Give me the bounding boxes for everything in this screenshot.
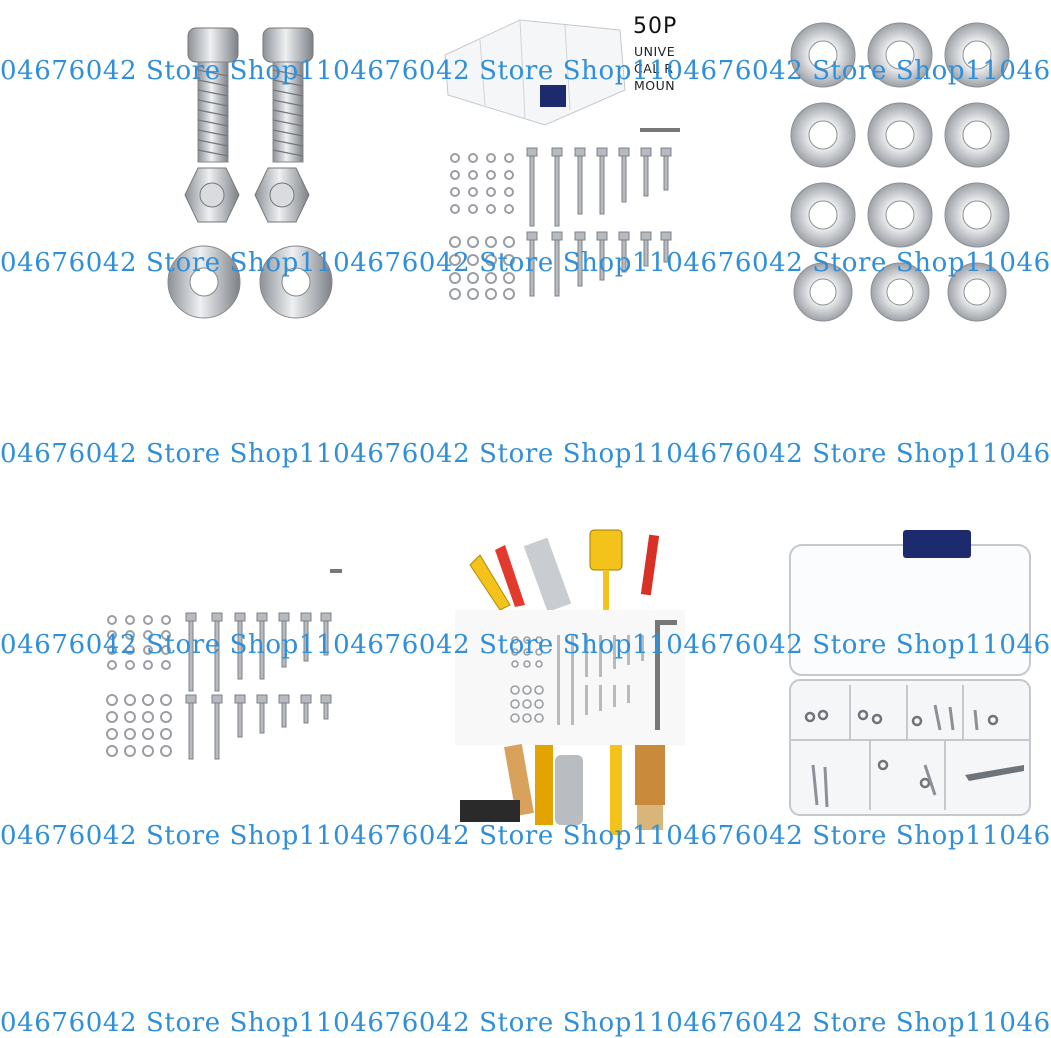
product-image-screws-nuts — [160, 20, 345, 320]
box-label-line3: MOUN — [634, 78, 676, 93]
storage-box-icon — [444, 19, 680, 300]
watermark-line: 04676042 Store Shop1104676042 Store Shop… — [0, 1008, 1051, 1038]
product-image-kit-box — [440, 0, 685, 310]
washer-icon — [790, 22, 1010, 322]
product-image-kit-layout — [100, 565, 345, 765]
box-count-label: 50P — [633, 14, 678, 39]
tool-icon — [455, 529, 685, 835]
product-image-tools-scene — [455, 525, 685, 835]
watermark-line: 04676042 Store Shop1104676042 Store Shop… — [0, 439, 1051, 469]
box-label-line1: UNIVE — [634, 44, 676, 59]
product-image-open-box — [785, 525, 1031, 825]
box-label-line2: CAL R — [634, 61, 674, 76]
product-image-washers — [785, 20, 1024, 330]
screw-icon — [106, 569, 342, 760]
storage-box-icon — [789, 530, 1031, 816]
screw-nut-washer-icon — [167, 27, 333, 319]
